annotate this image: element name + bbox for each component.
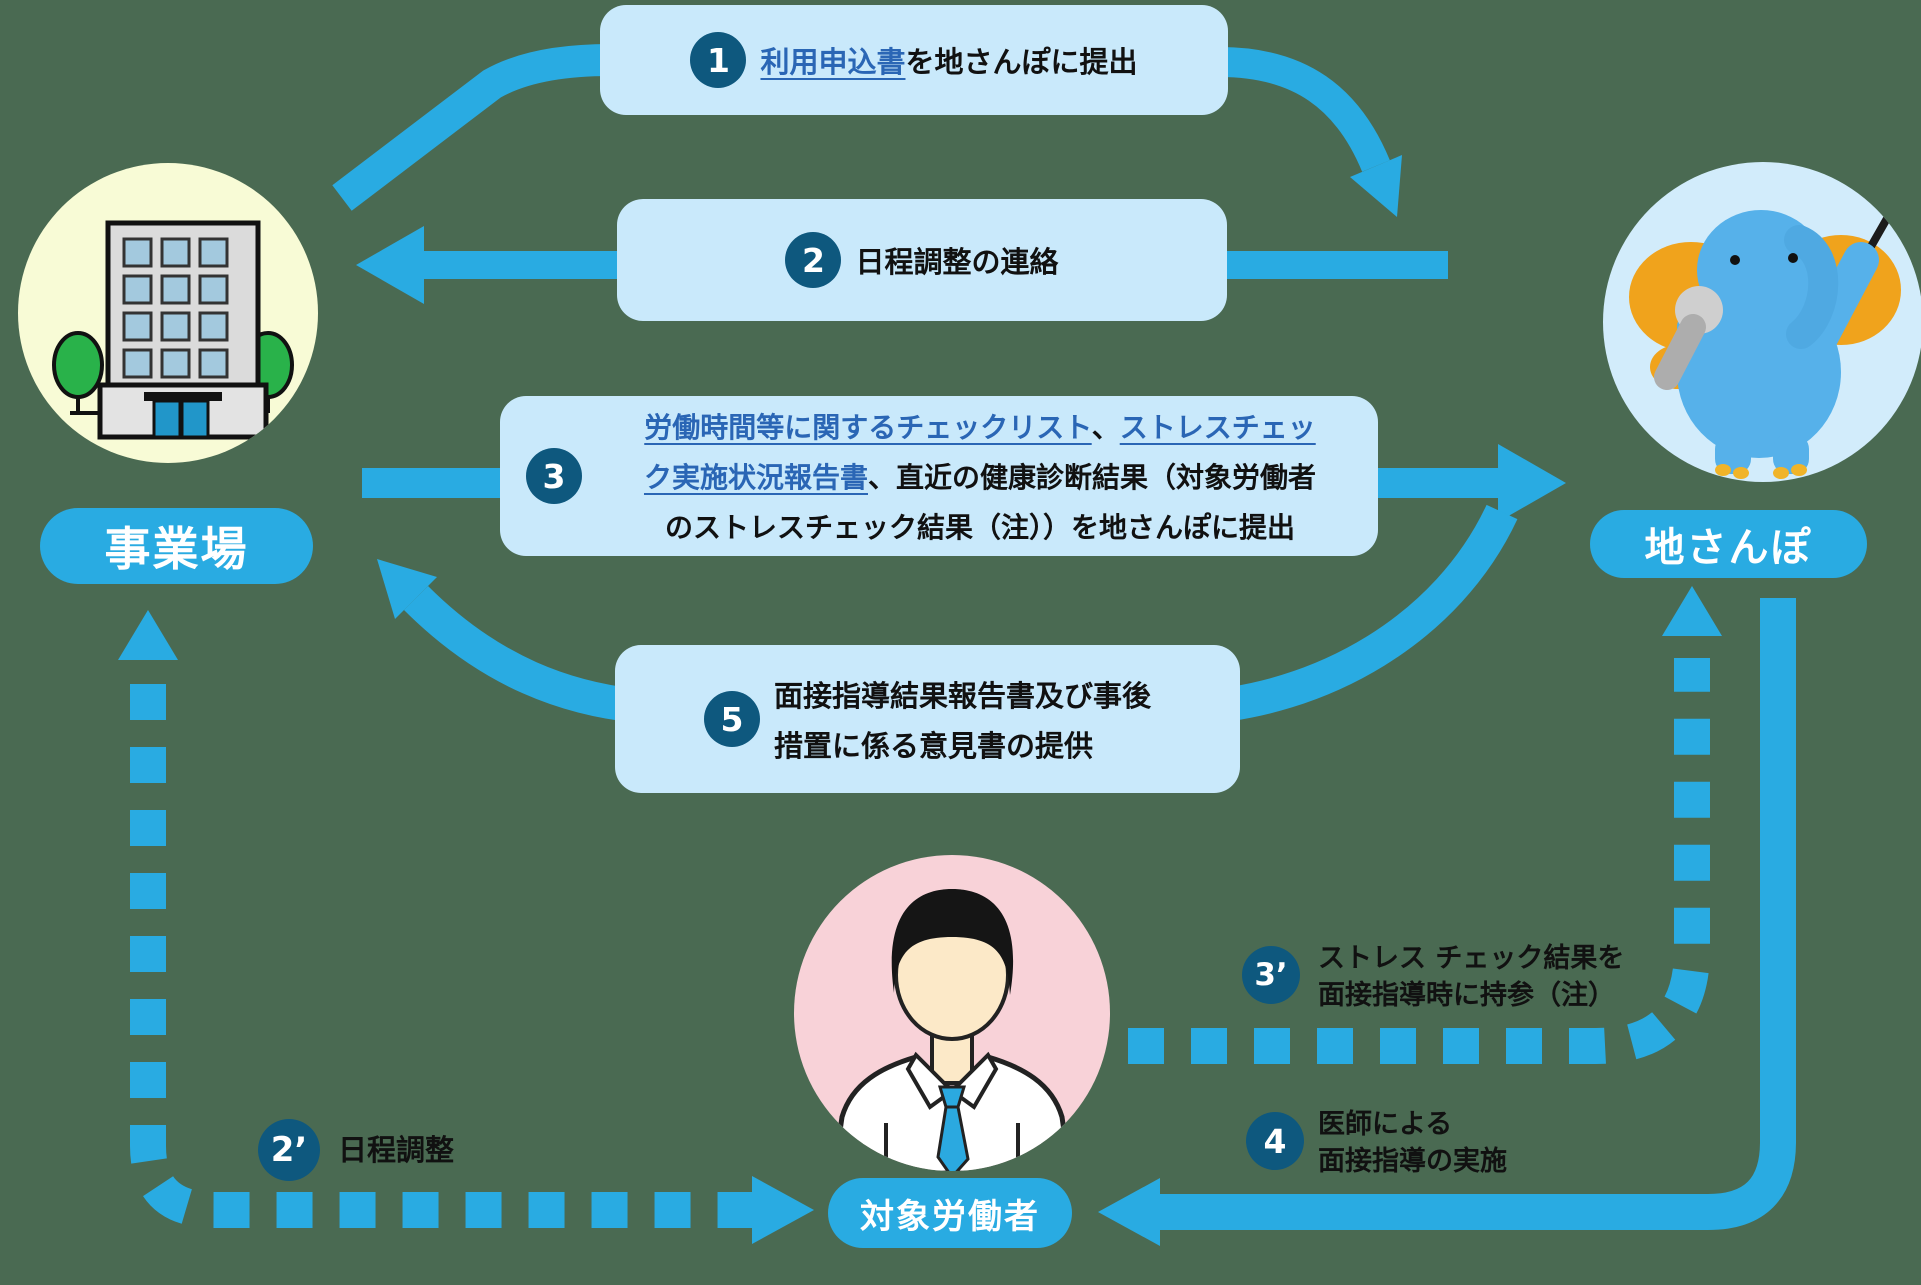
arrowhead-step2prime-right xyxy=(752,1176,814,1244)
arrowhead-step5 xyxy=(377,559,437,619)
step5-text: 面接指導結果報告書及び事後 措置に係る意見書の提供 xyxy=(774,673,1151,765)
arrow-step4 xyxy=(1160,598,1796,1230)
step3-separator: 、 xyxy=(1091,411,1120,444)
step3-line3: のストレスチェック結果（注））を地さんぽに提出 xyxy=(664,511,1295,544)
step4-line2: 面接指導の実施 xyxy=(1318,1146,1507,1177)
tree-icon xyxy=(52,331,104,413)
worker-neck xyxy=(930,1029,974,1085)
arrowhead-step3 xyxy=(1498,444,1566,522)
step5-line2: 措置に係る意見書の提供 xyxy=(773,729,1093,763)
step2prime-text: 日程調整 xyxy=(338,1133,455,1167)
step3prime-number: 3’ xyxy=(1242,946,1300,1004)
step5-number: 5 xyxy=(703,691,760,747)
building-door xyxy=(180,399,210,439)
worker-hair xyxy=(891,889,1014,995)
worker-tie xyxy=(936,1105,970,1171)
step3-box: 3 労働時間等に関するチェックリスト、ストレスチェッ ク実施状況報告書、直近の健… xyxy=(500,396,1378,556)
worker-icon xyxy=(831,889,1073,1171)
jigyoba-circle xyxy=(18,163,318,463)
elephant-eye xyxy=(1730,255,1740,265)
worker-tie xyxy=(937,1085,967,1109)
step2-text: 日程調整の連絡 xyxy=(855,245,1059,279)
worker-circle xyxy=(794,855,1110,1171)
step4-line1: 医師による xyxy=(1318,1109,1453,1140)
step3prime-line2: 面接指導時に持参（注） xyxy=(1318,980,1615,1011)
step1-number: 1 xyxy=(690,32,747,88)
step2-box: 2 日程調整の連絡 xyxy=(617,199,1227,321)
stresscheck-report-link-part1[interactable]: ストレスチェッ xyxy=(1119,411,1316,444)
step5-line1: 面接指導結果報告書及び事後 xyxy=(773,679,1151,713)
arrowhead-step1 xyxy=(1350,155,1402,217)
arrowhead-step2 xyxy=(356,226,424,304)
step4-number: 4 xyxy=(1246,1112,1304,1170)
chisanpo-label: 地さんぽ xyxy=(1590,510,1867,578)
arrow-step1-left xyxy=(332,44,611,211)
step3prime-text: ストレス チェック結果を 面接指導時に持参（注） xyxy=(1318,940,1624,1014)
step3-text: 労働時間等に関するチェックリスト、ストレスチェッ ク実施状況報告書、直近の健康診… xyxy=(596,396,1364,553)
worktime-checklist-link[interactable]: 労働時間等に関するチェックリスト xyxy=(644,411,1092,444)
jigyoba-label: 事業場 xyxy=(40,508,313,584)
step3-number: 3 xyxy=(526,448,582,504)
step5-box: 5 面接指導結果報告書及び事後 措置に係る意見書の提供 xyxy=(615,645,1240,793)
application-form-link[interactable]: 利用申込書 xyxy=(760,45,906,79)
arrowhead-step2prime-up xyxy=(118,610,178,660)
step1-box: 1 利用申込書を地さんぽに提出 xyxy=(600,5,1228,115)
arrow-step1-right xyxy=(1219,47,1390,172)
microphone-icon xyxy=(1654,286,1723,390)
elephant-mascot-icon xyxy=(1629,173,1914,479)
step2prime-number: 2’ xyxy=(258,1119,320,1181)
step3-line2: ク実施状況報告書、直近の健康診断結果（対象労働者 xyxy=(596,453,1364,503)
elephant-toes xyxy=(1715,464,1807,479)
stresscheck-report-link-part2[interactable]: ク実施状況報告書 xyxy=(643,461,868,494)
step3-line1: 労働時間等に関するチェックリスト、ストレスチェッ xyxy=(596,403,1364,453)
step2-number: 2 xyxy=(785,232,842,288)
step4-text: 医師による 面接指導の実施 xyxy=(1318,1106,1507,1180)
step1-suffix: を地さんぽに提出 xyxy=(905,45,1138,79)
building-icon xyxy=(52,220,294,440)
arrowhead-step3prime-up xyxy=(1662,586,1722,636)
step3-line2-rest: 、直近の健康診断結果（対象労働者 xyxy=(868,461,1317,494)
building-door xyxy=(152,399,182,439)
elephant-leg xyxy=(1773,434,1809,474)
building-windows xyxy=(122,237,229,379)
step1-text: 利用申込書を地さんぽに提出 xyxy=(760,39,1137,81)
arrow-step2prime-dashed xyxy=(130,684,752,1228)
elephant-eye xyxy=(1788,253,1798,263)
elephant-leg xyxy=(1715,434,1751,474)
step3prime-line1: ストレス チェック結果を xyxy=(1318,943,1625,974)
arrowhead-step4 xyxy=(1098,1178,1160,1246)
worker-label: 対象労働者 xyxy=(828,1178,1072,1248)
chisanpo-circle xyxy=(1603,162,1921,482)
elephant-trunk xyxy=(1784,225,1839,349)
